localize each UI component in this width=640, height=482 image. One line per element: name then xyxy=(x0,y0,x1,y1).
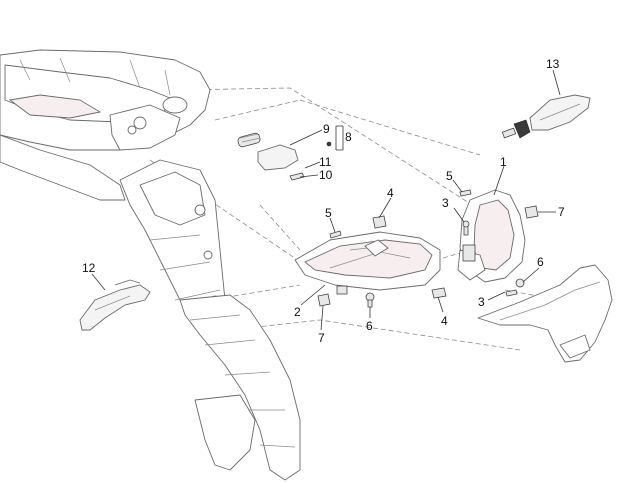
license-lamp-parts-9-10-11 xyxy=(237,132,332,181)
callout-4-lower: 4 xyxy=(441,314,448,328)
callout-6-lower: 6 xyxy=(366,319,373,333)
rear-light-housing-part-1 xyxy=(457,189,526,283)
hardware-fasteners xyxy=(317,189,539,308)
rear-light-lens-part-2 xyxy=(294,231,441,295)
callout-6-right: 6 xyxy=(537,255,544,269)
callout-1: 1 xyxy=(500,155,507,169)
callout-13: 13 xyxy=(546,57,560,71)
callout-9: 9 xyxy=(323,122,330,136)
tail-cover xyxy=(477,264,613,363)
callout-7-lower: 7 xyxy=(318,331,325,345)
callout-3-lower: 3 xyxy=(478,295,485,309)
right-turn-signal-part-13 xyxy=(501,94,591,139)
callout-7-right: 7 xyxy=(558,205,565,219)
front-fender-assembly xyxy=(119,159,301,481)
callout-leader-lines xyxy=(91,69,561,331)
callout-11: 11 xyxy=(319,155,332,169)
left-turn-signal-part-12 xyxy=(79,279,151,331)
callout-12: 12 xyxy=(82,261,96,275)
callout-3-right: 3 xyxy=(442,196,449,210)
callout-5-right: 5 xyxy=(446,169,453,183)
callout-4-top: 4 xyxy=(387,186,394,200)
callout-5-left: 5 xyxy=(325,206,332,220)
callout-10: 10 xyxy=(319,168,333,182)
callout-2: 2 xyxy=(294,305,301,319)
callout-labels: 13 1 9 8 11 10 5 4 3 7 5 6 12 3 2 4 6 7 xyxy=(82,57,565,345)
handlebar-cover-assembly xyxy=(0,49,211,201)
callout-8: 8 xyxy=(345,130,352,144)
